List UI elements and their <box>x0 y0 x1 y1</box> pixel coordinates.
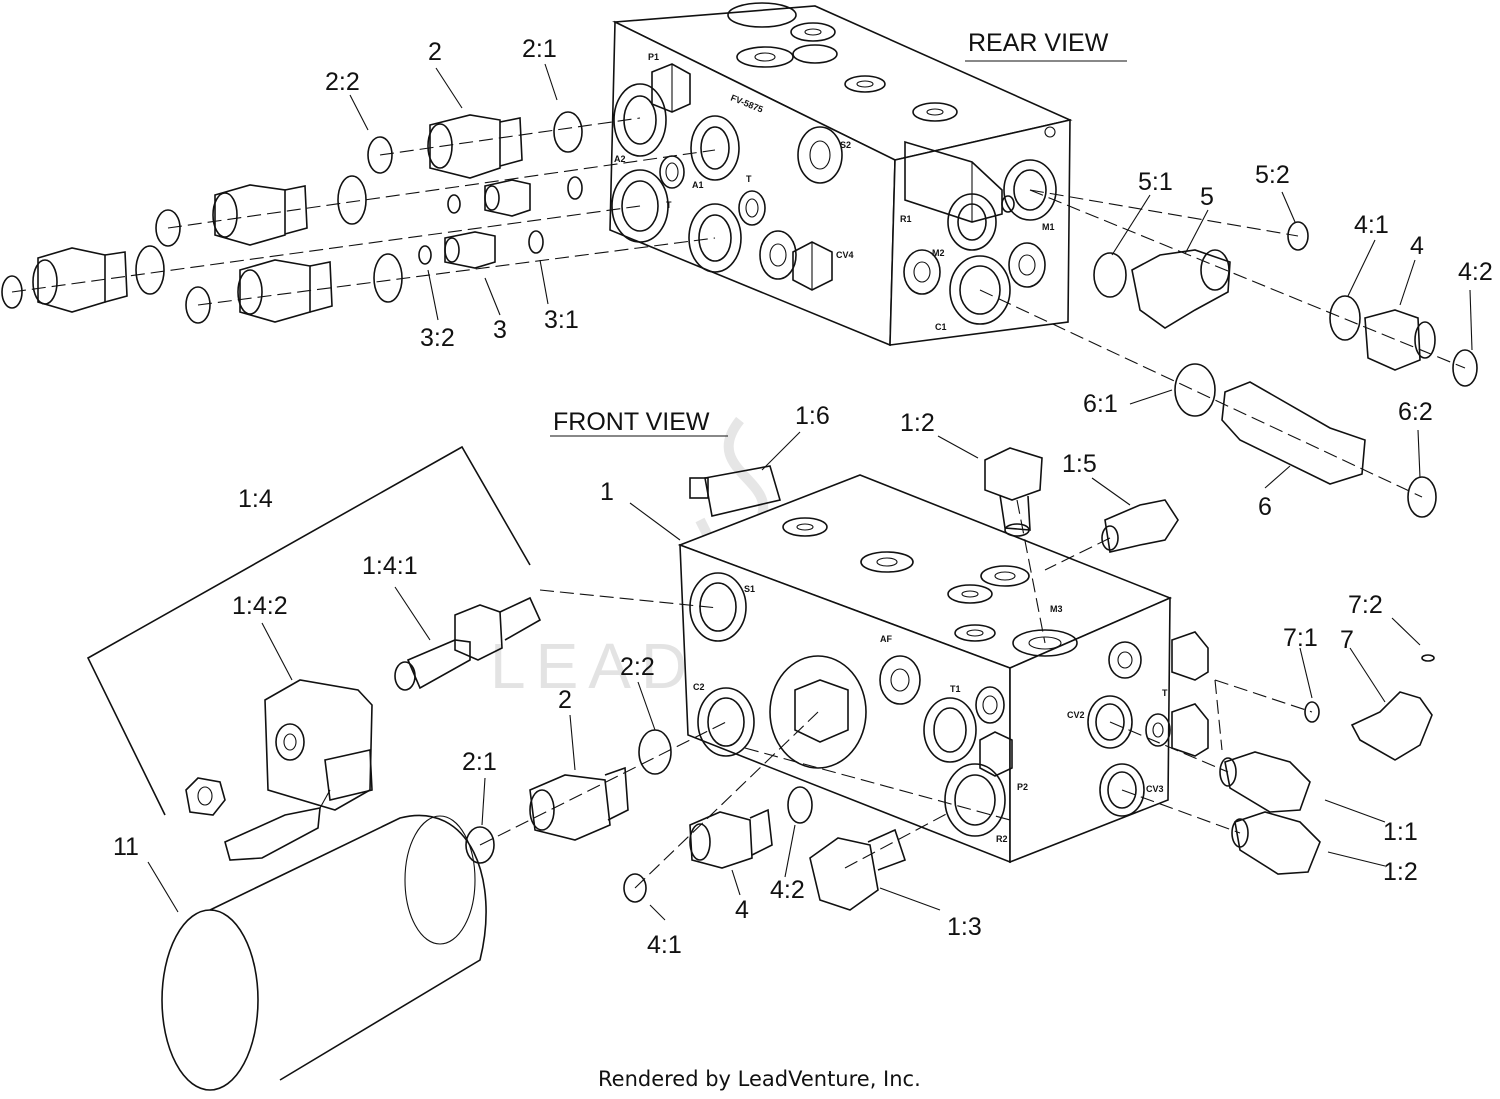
callout-rear-2-1: 2:1 <box>522 35 557 63</box>
callout-leaders <box>147 63 1473 921</box>
svg-text:AF: AF <box>880 634 892 644</box>
footer-credit: Rendered by LeadVenture, Inc. <box>598 1067 921 1091</box>
callout-front-11: 11 <box>113 833 139 861</box>
rear-view-title: REAR VIEW <box>968 29 1109 57</box>
callout-front-1-3: 1:3 <box>947 913 982 941</box>
front-port-labels: S1 C2 AF T1 P2 R2 CV2 T CV3 M3 <box>693 584 1168 844</box>
svg-text:T: T <box>746 174 752 184</box>
callout-front-2-2: 2:2 <box>620 653 655 681</box>
rear-fitting-row-4 <box>185 253 403 324</box>
callout-front-2: 2 <box>558 686 572 714</box>
svg-text:R2: R2 <box>996 834 1008 844</box>
callout-front-1: 1 <box>600 478 614 506</box>
svg-text:T: T <box>1162 688 1168 698</box>
callout-front-7-1: 7:1 <box>1283 624 1318 652</box>
front-dashed-centerlines <box>479 499 1313 889</box>
svg-text:CV4: CV4 <box>836 250 854 260</box>
callout-rear-3: 3 <box>493 316 507 344</box>
callout-front-4-2: 4:2 <box>770 876 805 904</box>
callout-rear-4-2: 4:2 <box>1458 258 1493 286</box>
callout-front-1-2-right: 1:2 <box>1383 858 1418 886</box>
callout-front-1-4: 1:4 <box>238 485 273 513</box>
front-fittings <box>161 447 1435 1091</box>
rear-right-fittings <box>1093 221 1478 518</box>
svg-text:CV3: CV3 <box>1146 784 1164 794</box>
callout-rear-3-1: 3:1 <box>544 306 579 334</box>
svg-text:T: T <box>666 200 672 210</box>
rear-fitting-row-3 <box>1 230 544 313</box>
svg-text:S2: S2 <box>840 140 851 150</box>
svg-text:A1: A1 <box>692 180 704 190</box>
svg-text:A2: A2 <box>614 154 626 164</box>
callout-rear-5-1: 5:1 <box>1138 168 1173 196</box>
svg-text:P2: P2 <box>1017 782 1028 792</box>
svg-text:M1: M1 <box>1042 222 1055 232</box>
callout-rear-3-2: 3:2 <box>420 324 455 352</box>
svg-text:T1: T1 <box>950 684 961 694</box>
svg-text:M2: M2 <box>932 248 945 258</box>
callout-front-4-1: 4:1 <box>647 931 682 959</box>
svg-text:R1: R1 <box>900 214 912 224</box>
callout-front-1-4-1: 1:4:1 <box>362 552 418 580</box>
callout-front-1-5: 1:5 <box>1062 450 1097 478</box>
rear-manifold-block <box>609 2 1073 347</box>
svg-text:C2: C2 <box>693 682 705 692</box>
front-manifold-block <box>677 465 1209 864</box>
front-view-title: FRONT VIEW <box>553 408 710 436</box>
callout-rear-2-2: 2:2 <box>325 68 360 96</box>
svg-text:S1: S1 <box>744 584 755 594</box>
callout-rear-4: 4 <box>1410 232 1424 260</box>
callout-bracket-1-4 <box>86 445 531 816</box>
callout-front-1-6: 1:6 <box>795 402 830 430</box>
svg-text:C1: C1 <box>935 322 947 332</box>
svg-text:CV2: CV2 <box>1067 710 1085 720</box>
svg-text:P1: P1 <box>648 52 659 62</box>
rear-fitting-row-2 <box>155 175 583 247</box>
callout-rear-6-2: 6:2 <box>1398 398 1433 426</box>
callout-labels: 2 2:1 2:2 3 3:1 3:2 5 5:1 5:2 4 4:1 4:2 … <box>113 35 1493 959</box>
callout-front-1-2-top: 1:2 <box>900 409 935 437</box>
callout-rear-5: 5 <box>1200 183 1214 211</box>
rear-fitting-2 <box>367 111 583 179</box>
svg-text:M3: M3 <box>1050 604 1063 614</box>
callout-front-1-4-2: 1:4:2 <box>232 592 288 620</box>
callout-rear-4-1: 4:1 <box>1354 211 1389 239</box>
callout-front-4: 4 <box>735 896 749 924</box>
callout-front-7-2: 7:2 <box>1348 591 1383 619</box>
callout-rear-5-2: 5:2 <box>1255 161 1290 189</box>
callout-rear-6-1: 6:1 <box>1083 390 1118 418</box>
rear-dashed-centerlines <box>11 117 1466 498</box>
callout-rear-2: 2 <box>428 38 442 66</box>
callout-front-1-1: 1:1 <box>1383 818 1418 846</box>
callout-rear-6: 6 <box>1258 493 1272 521</box>
callout-front-2-1: 2:1 <box>462 748 497 776</box>
callout-front-7: 7 <box>1340 626 1354 654</box>
